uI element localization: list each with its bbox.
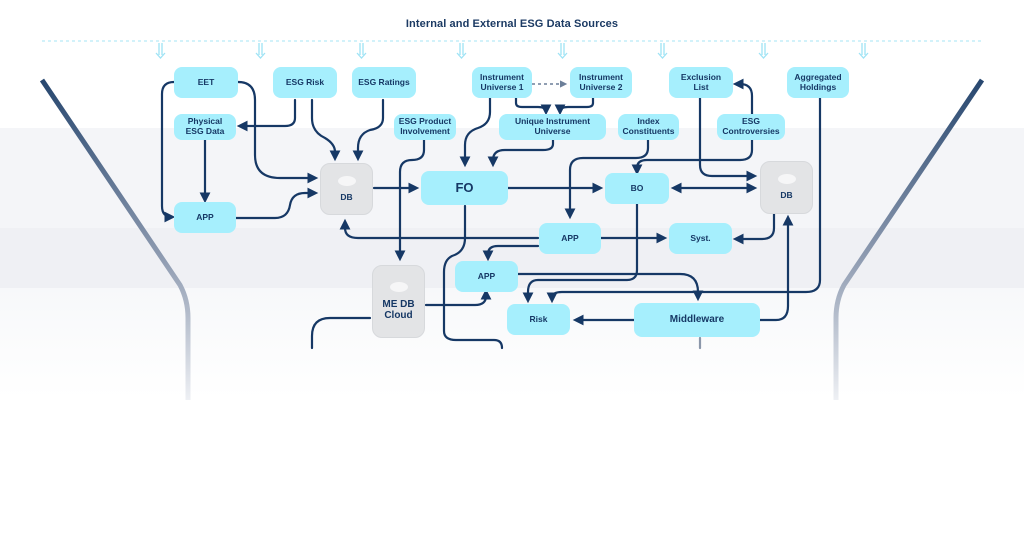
node-label: Unique Instrument Universe xyxy=(514,116,591,136)
edge-eet-app xyxy=(160,80,176,223)
edge-iu1-fo xyxy=(459,96,492,168)
node-instrument-universe-2[interactable]: Instrument Universe 2 xyxy=(570,67,632,98)
node-unique-instrument-universe[interactable]: Unique Instrument Universe xyxy=(499,114,606,140)
edge-medb-applower xyxy=(424,288,492,307)
node-label: Exclusion List xyxy=(680,71,722,92)
edge-esgrisk-physical xyxy=(236,98,297,132)
edge-medb-out xyxy=(310,316,372,350)
edge-appmid-dbleft xyxy=(339,218,540,240)
edge-appmid-applower xyxy=(482,244,540,262)
node-label: BO xyxy=(630,182,644,193)
edge-esgratings-db xyxy=(352,98,385,162)
edge-iu1-unique xyxy=(514,96,552,116)
node-esg-risk[interactable]: ESG Risk xyxy=(273,67,337,98)
node-esg-controversies[interactable]: ESG Controversies xyxy=(717,114,785,140)
node-esg-product-involvement[interactable]: ESG Product Involvement xyxy=(394,114,456,140)
node-label: DB xyxy=(780,190,793,201)
node-app-left[interactable]: APP xyxy=(174,202,236,233)
edge-exclusion-dbright xyxy=(698,96,758,182)
node-instrument-universe-1[interactable]: Instrument Universe 1 xyxy=(472,67,532,98)
node-label: Aggregated Holdings xyxy=(794,71,842,92)
edge-iu2-unique xyxy=(554,96,595,116)
edge-fo-down xyxy=(442,204,504,350)
node-eet[interactable]: EET xyxy=(174,67,238,98)
node-middleware[interactable]: Middleware xyxy=(634,303,760,337)
node-label: Instrument Universe 2 xyxy=(579,71,623,92)
funnel-right-edge xyxy=(833,78,985,400)
node-label: APP xyxy=(561,232,579,243)
edge-esgrisk-db xyxy=(310,98,341,162)
node-esg-ratings[interactable]: ESG Ratings xyxy=(352,67,416,98)
funnel-left-edge xyxy=(39,78,191,400)
node-label: Risk xyxy=(529,313,548,324)
edge-app-db xyxy=(234,187,319,220)
node-label: APP xyxy=(477,270,496,281)
node-label: ESG Ratings xyxy=(358,76,410,87)
database-icon xyxy=(337,175,356,186)
node-app-lower[interactable]: APP xyxy=(455,261,518,292)
node-db-left[interactable]: DB xyxy=(320,163,373,215)
source-arrows xyxy=(155,43,869,59)
node-label: ESG Product Involvement xyxy=(398,116,452,136)
edge-bo-risk xyxy=(522,202,639,304)
edge-index-appmid xyxy=(564,138,650,220)
node-label: DB xyxy=(340,191,353,202)
node-label: EET xyxy=(197,76,215,87)
node-label: Syst. xyxy=(690,232,711,243)
edge-eet-db xyxy=(236,80,319,184)
edge-controversies-bo xyxy=(631,138,754,176)
node-label: Middleware xyxy=(669,314,725,326)
node-label: APP xyxy=(196,211,214,222)
node-index-constituents[interactable]: Index Constituents xyxy=(618,114,679,140)
edge-controversies-exclusion xyxy=(732,78,754,116)
edge-unique-fo xyxy=(487,138,555,168)
edge-dbright-syst xyxy=(732,212,776,245)
node-label: Instrument Universe 1 xyxy=(480,71,524,92)
node-label: ME DB Cloud xyxy=(382,298,415,322)
node-physical-esg-data[interactable]: Physical ESG Data xyxy=(174,114,236,140)
node-label: ESG Risk xyxy=(285,76,325,87)
node-label: Physical ESG Data xyxy=(185,116,225,136)
node-fo[interactable]: FO xyxy=(421,171,508,205)
node-label: FO xyxy=(455,179,474,195)
diagram-title: Internal and External ESG Data Sources xyxy=(405,18,619,30)
node-me-db-cloud[interactable]: ME DB Cloud xyxy=(372,265,425,338)
edge-esgprod-medb xyxy=(394,138,426,262)
database-icon xyxy=(777,174,796,185)
node-label: ESG Controversies xyxy=(722,116,780,136)
node-exclusion-list[interactable]: Exclusion List xyxy=(669,67,733,98)
edge-aggregated-risk xyxy=(546,96,822,304)
node-label: Index Constituents xyxy=(622,116,675,136)
node-bo[interactable]: BO xyxy=(605,173,669,204)
node-risk[interactable]: Risk xyxy=(507,304,570,335)
node-db-right[interactable]: DB xyxy=(760,161,813,214)
node-syst[interactable]: Syst. xyxy=(669,223,732,254)
node-aggregated-holdings[interactable]: Aggregated Holdings xyxy=(787,67,849,98)
edge-middleware-dbright xyxy=(758,214,794,322)
edge-applower-middleware xyxy=(516,272,704,302)
background-band xyxy=(0,128,1024,228)
node-app-mid[interactable]: APP xyxy=(539,223,601,254)
database-icon xyxy=(389,281,408,292)
